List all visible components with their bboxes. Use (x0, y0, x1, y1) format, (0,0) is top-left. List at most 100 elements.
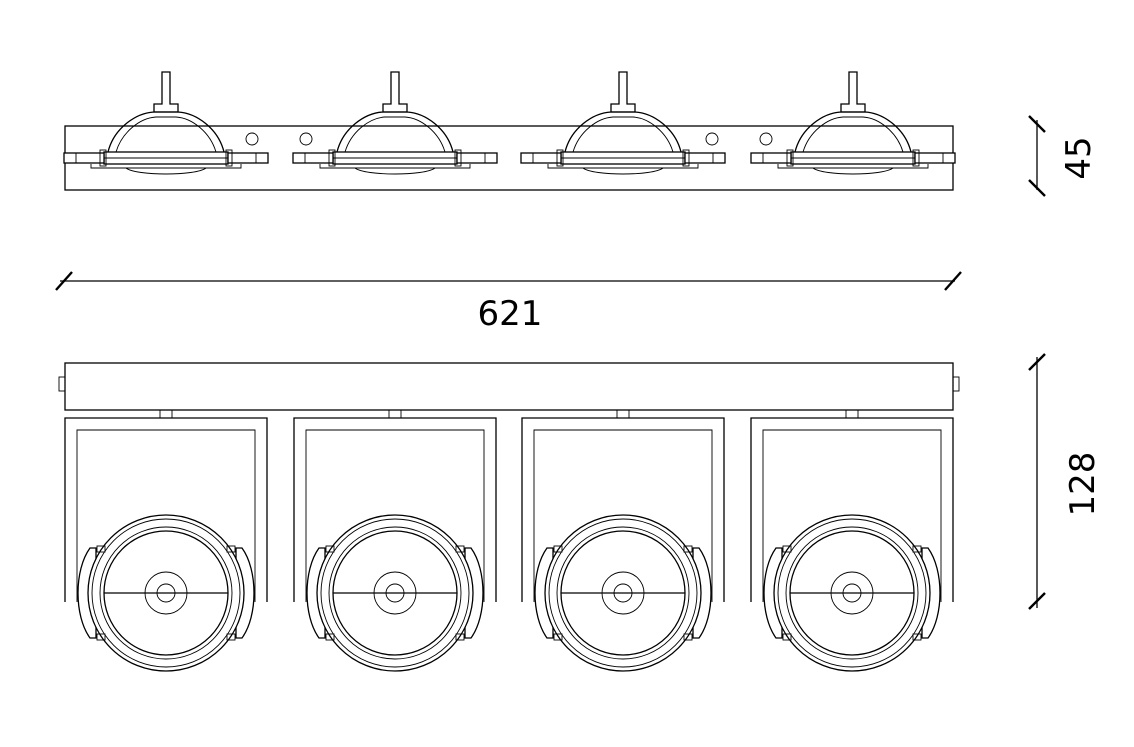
spot-center-cap (613, 583, 633, 603)
lamp-base-rim (547, 164, 699, 169)
mounting-hole (299, 132, 313, 146)
spot-bezel (556, 526, 690, 660)
lamp-reflector-inner (802, 116, 904, 153)
lamp-reflector (564, 111, 682, 153)
bracket-right (454, 149, 462, 167)
spot-bracket-inner (533, 429, 713, 602)
dimension-tick (1028, 179, 1046, 197)
spot-bracket-outer (64, 417, 268, 602)
spot-connector (845, 409, 859, 419)
lamp-reflector-inner (115, 116, 217, 153)
front-view-spot (750, 409, 954, 672)
spot-bracket-inner (305, 429, 485, 602)
spot-clip (683, 633, 693, 641)
dimension-tick (55, 271, 73, 291)
pivot-knob-right (456, 152, 498, 164)
rail-end-cap-left (58, 376, 66, 392)
spot-bezel (328, 526, 462, 660)
spot-center-cap (842, 583, 862, 603)
spot-clip (96, 545, 106, 553)
lamp-base-rim (90, 164, 242, 169)
spot-bracket-outer (293, 417, 497, 602)
mounting-hole (245, 132, 259, 146)
rail-end-cap-right (952, 376, 960, 392)
spot-center-cap (385, 583, 405, 603)
dimension-tick (1028, 115, 1046, 133)
front-view-rail (64, 362, 954, 411)
top-view-lamp (750, 71, 956, 175)
spot-center-cap (156, 583, 176, 603)
bracket-left (99, 149, 107, 167)
width-dimension: 621 (55, 271, 962, 334)
lamp-base-rim (319, 164, 471, 169)
spot-clip (912, 633, 922, 641)
top-view-lamp (63, 71, 269, 175)
spot-clip (96, 633, 106, 641)
spot-clip (553, 545, 563, 553)
spot-housing-ring (777, 518, 927, 668)
lamp-base-rim (777, 164, 929, 169)
spot-clip (912, 545, 922, 553)
lamp-reflector (107, 111, 225, 153)
pivot-knob-left (63, 152, 105, 164)
spot-clip (782, 633, 792, 641)
lamp-lens (354, 167, 436, 175)
bracket-right (912, 149, 920, 167)
depth-dimension: 45 (1028, 115, 1099, 197)
top-view-lamps (63, 71, 956, 175)
bracket-right (225, 149, 233, 167)
bracket-left (786, 149, 794, 167)
dimension-tick (1028, 592, 1046, 610)
spot-housing-ring (320, 518, 470, 668)
front-view-spot (293, 409, 497, 672)
lamp-reflector (336, 111, 454, 153)
spot-bracket-outer (521, 417, 725, 602)
lamp-stem (840, 71, 866, 113)
spot-bezel (785, 526, 919, 660)
front-view-spot (64, 409, 268, 672)
spot-center-ring (601, 571, 645, 615)
lamp-lens (125, 167, 207, 175)
mounting-hole (705, 132, 719, 146)
front-view-spot (521, 409, 725, 672)
pivot-knob-right (914, 152, 956, 164)
front-view-spots (64, 409, 954, 672)
spot-clip (553, 633, 563, 641)
spot-connector (616, 409, 630, 419)
width-dimension-label: 621 (478, 294, 543, 334)
spot-clip (226, 545, 236, 553)
spot-clip (455, 545, 465, 553)
spot-housing-ring (91, 518, 241, 668)
spot-clip (226, 633, 236, 641)
lamp-stem (610, 71, 636, 113)
pivot-knob-left (750, 152, 792, 164)
bracket-left (556, 149, 564, 167)
spot-center-ring (830, 571, 874, 615)
pivot-knob-right (684, 152, 726, 164)
top-view (63, 71, 956, 191)
spot-center-ring (144, 571, 188, 615)
lamp-lens (582, 167, 664, 175)
top-view-lamp (292, 71, 498, 175)
lamp-lens (812, 167, 894, 175)
front-view (58, 362, 960, 672)
height-dimension-label: 128 (1063, 452, 1103, 517)
spot-connector (159, 409, 173, 419)
lamp-reflector (794, 111, 912, 153)
lamp-reflector-inner (572, 116, 674, 153)
spot-bracket-outer (750, 417, 954, 602)
dimension-tick (944, 271, 962, 291)
dimension-tick (1028, 353, 1046, 371)
spot-housing-ring (548, 518, 698, 668)
spot-connector (388, 409, 402, 419)
bracket-left (328, 149, 336, 167)
depth-dimension-label: 45 (1059, 136, 1099, 179)
spot-clip (325, 633, 335, 641)
lamp-stem (382, 71, 408, 113)
lamp-stem (153, 71, 179, 113)
pivot-knob-left (292, 152, 334, 164)
mounting-hole (759, 132, 773, 146)
pivot-knob-left (520, 152, 562, 164)
spot-bracket-inner (762, 429, 942, 602)
